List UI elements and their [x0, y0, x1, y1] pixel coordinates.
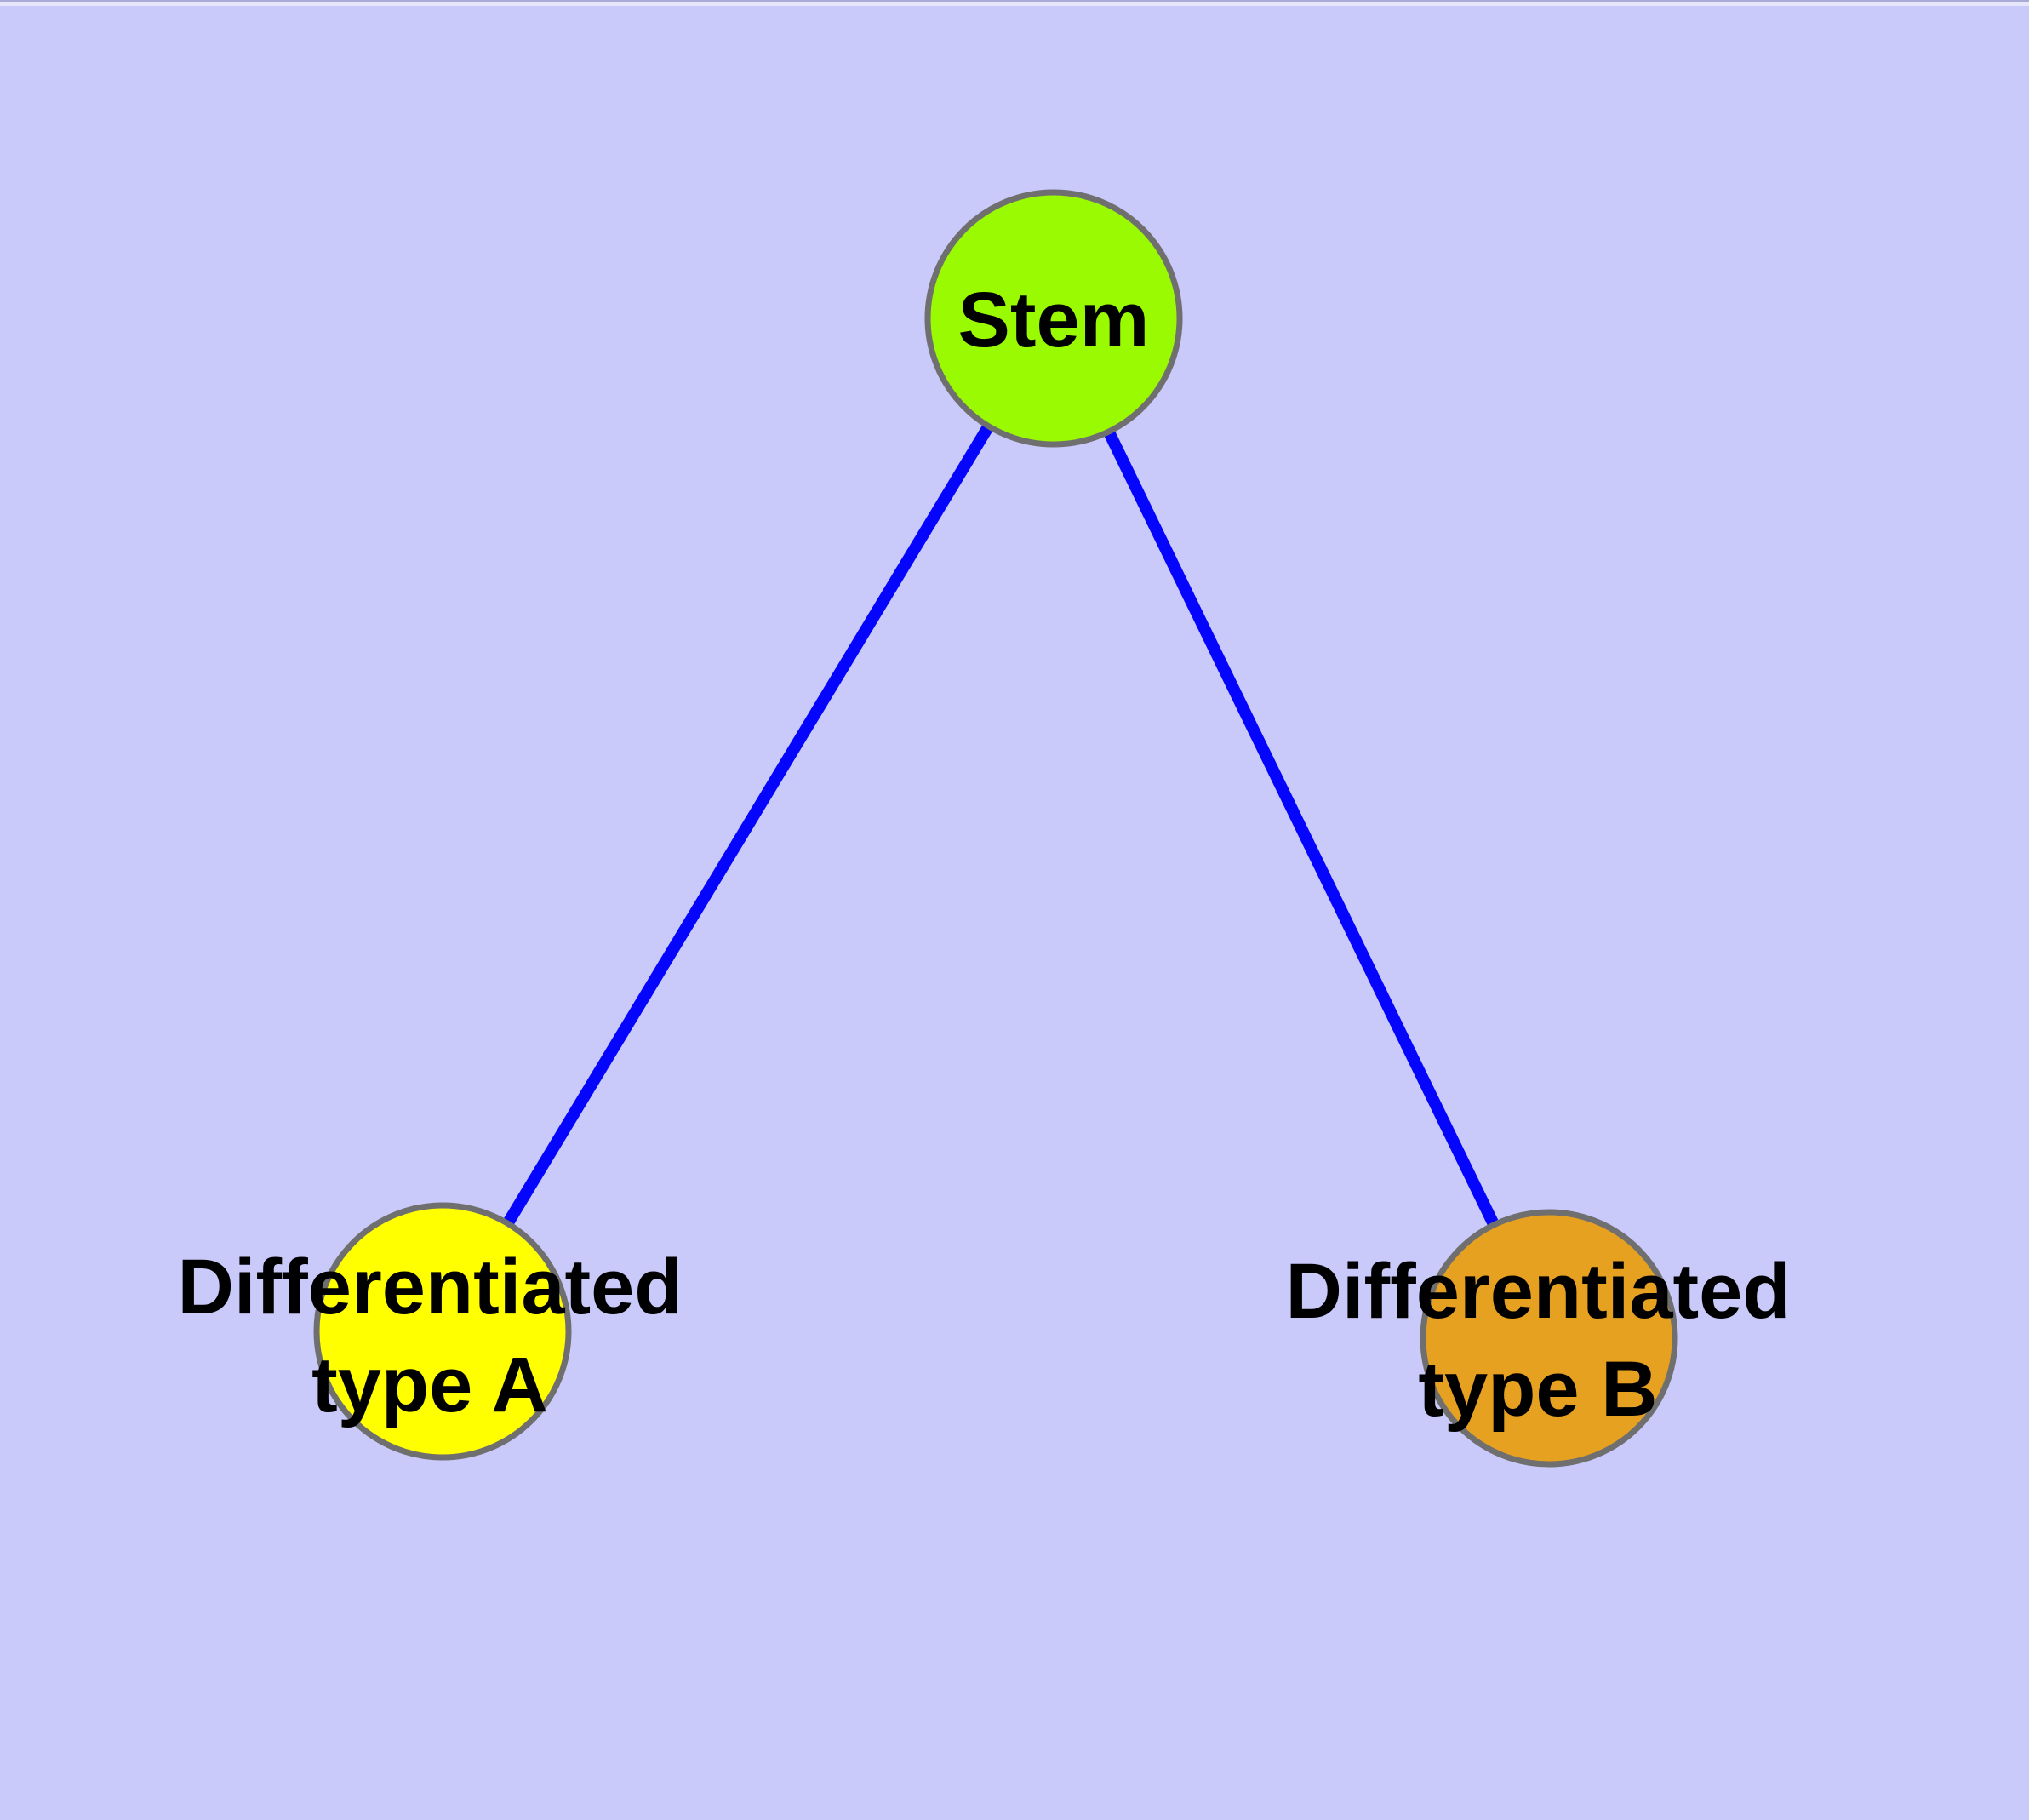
- node-stem: Stem: [924, 189, 1183, 448]
- edge-stem-to-type-a: [437, 315, 1059, 1335]
- node-differentiated-type-b-label-line2: type B: [1418, 1346, 1657, 1433]
- node-differentiated-type-a-label-line1: Differentiated: [178, 1244, 683, 1331]
- node-differentiated-type-a-circle: [313, 1202, 572, 1461]
- node-differentiated-type-b: Differentiated type B: [1286, 1209, 1791, 1468]
- edge-stem-to-type-b: [1048, 315, 1555, 1342]
- canvas-top-edge-line: [0, 0, 2029, 2]
- node-differentiated-type-b-circle: [1420, 1209, 1678, 1468]
- node-differentiated-type-a-label-line2: type A: [311, 1342, 548, 1428]
- node-differentiated-type-b-label-line1: Differentiated: [1286, 1248, 1791, 1335]
- canvas-top-edge-strip: [0, 2, 2029, 6]
- node-stem-circle: [924, 189, 1183, 448]
- node-differentiated-type-a: Differentiated type A: [178, 1202, 683, 1461]
- node-stem-label: Stem: [958, 277, 1150, 363]
